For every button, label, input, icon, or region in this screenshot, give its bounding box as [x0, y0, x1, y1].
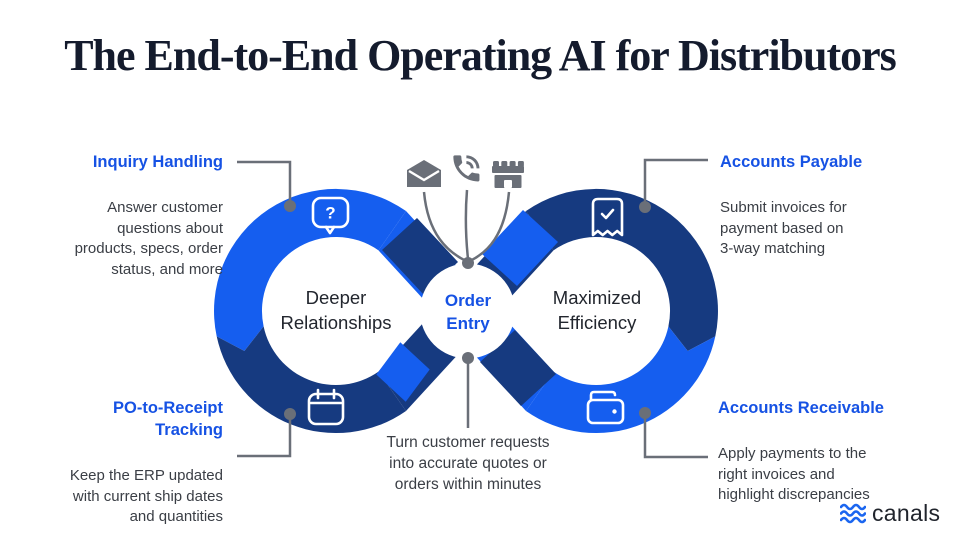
connector-ar	[643, 413, 708, 459]
weave-patch	[480, 330, 556, 406]
right-ring-blue-arc	[526, 326, 716, 434]
connector-channel-store	[469, 191, 511, 263]
connector-dots	[284, 200, 651, 420]
page-title: The End-to-End Operating AI for Distribu…	[64, 31, 897, 80]
connector-dot	[284, 200, 296, 212]
callout-body: Submit invoices for payment based on 3-w…	[720, 199, 847, 257]
storefront-icon	[492, 161, 524, 188]
left-ring-blue-arc	[214, 188, 406, 351]
callout-body: Answer customer questions about products…	[74, 199, 223, 278]
callout-heading: Accounts Payable	[720, 153, 863, 171]
weave-patch	[376, 342, 430, 402]
connector-dot	[462, 257, 474, 269]
envelope-icon	[407, 160, 441, 187]
callout-body: Keep the ERP updated with current ship d…	[69, 467, 223, 525]
callout-inquiry-handling: Inquiry Handling Answer customer questio…	[20, 133, 223, 298]
order-entry-circle	[420, 263, 515, 359]
connector-dot	[639, 201, 651, 213]
right-circle-label: Maximized Efficiency	[552, 287, 642, 333]
right-loop-ring	[526, 188, 718, 434]
left-ring-navy-arc	[216, 326, 406, 434]
left-circle-label: Deeper Relationships	[280, 287, 392, 333]
connector-dot	[284, 408, 296, 420]
connector-channel-phone	[464, 189, 470, 260]
connector-ap	[643, 158, 708, 207]
phone-icon	[453, 155, 480, 182]
calendar-icon	[307, 388, 345, 426]
svg-text:?: ?	[325, 204, 335, 223]
callout-po-to-receipt: PO-to-Receipt Tracking Keep the ERP upda…	[20, 379, 223, 540]
ring-icons: ?	[307, 196, 625, 426]
right-ring-navy-arc	[526, 188, 718, 351]
connectors	[237, 158, 708, 459]
brand-name: canals	[872, 500, 941, 526]
callout-accounts-payable: Accounts Payable Submit invoices for pay…	[720, 133, 935, 278]
left-loop-ring	[214, 188, 406, 434]
callout-accounts-receivable: Accounts Receivable Apply payments to th…	[718, 379, 943, 524]
callout-heading: Inquiry Handling	[92, 153, 223, 171]
brand-logo: canals	[840, 500, 940, 527]
receipt-check-icon	[591, 197, 624, 237]
connector-dot	[462, 352, 474, 364]
order-entry-note: Turn customer requests into accurate quo…	[386, 434, 550, 493]
wallet-icon	[586, 390, 625, 425]
waves-icon	[840, 503, 866, 524]
weave-patch	[482, 210, 558, 286]
callout-body: Apply payments to the right invoices and…	[718, 445, 870, 503]
connector-channel-mail	[422, 191, 467, 263]
inbound-channel-icons	[407, 155, 524, 188]
connector-inquiry	[237, 160, 292, 206]
callout-heading: PO-to-Receipt Tracking	[112, 399, 223, 439]
connector-po	[237, 414, 292, 458]
chat-question-icon: ?	[311, 196, 350, 235]
connector-dot	[639, 407, 651, 419]
callout-heading: Accounts Receivable	[718, 399, 884, 417]
order-entry-label: Order Entry	[444, 291, 492, 333]
